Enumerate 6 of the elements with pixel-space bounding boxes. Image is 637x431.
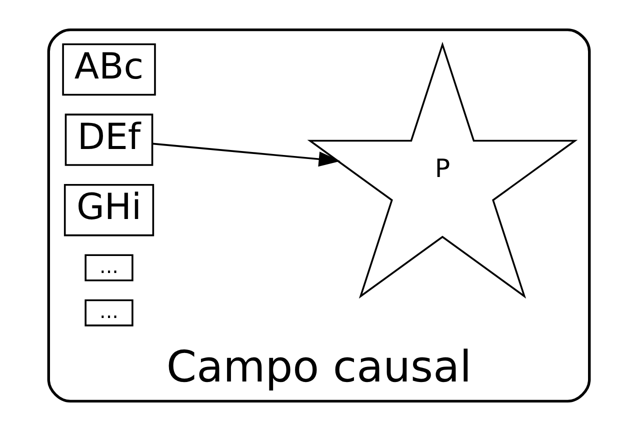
node-box: ABc (62, 43, 156, 96)
node-box: ... (84, 254, 133, 282)
node-box: DEf (64, 114, 153, 166)
arrow (152, 142, 340, 167)
node-box: GHi (63, 184, 154, 236)
node-box: ... (84, 299, 133, 326)
